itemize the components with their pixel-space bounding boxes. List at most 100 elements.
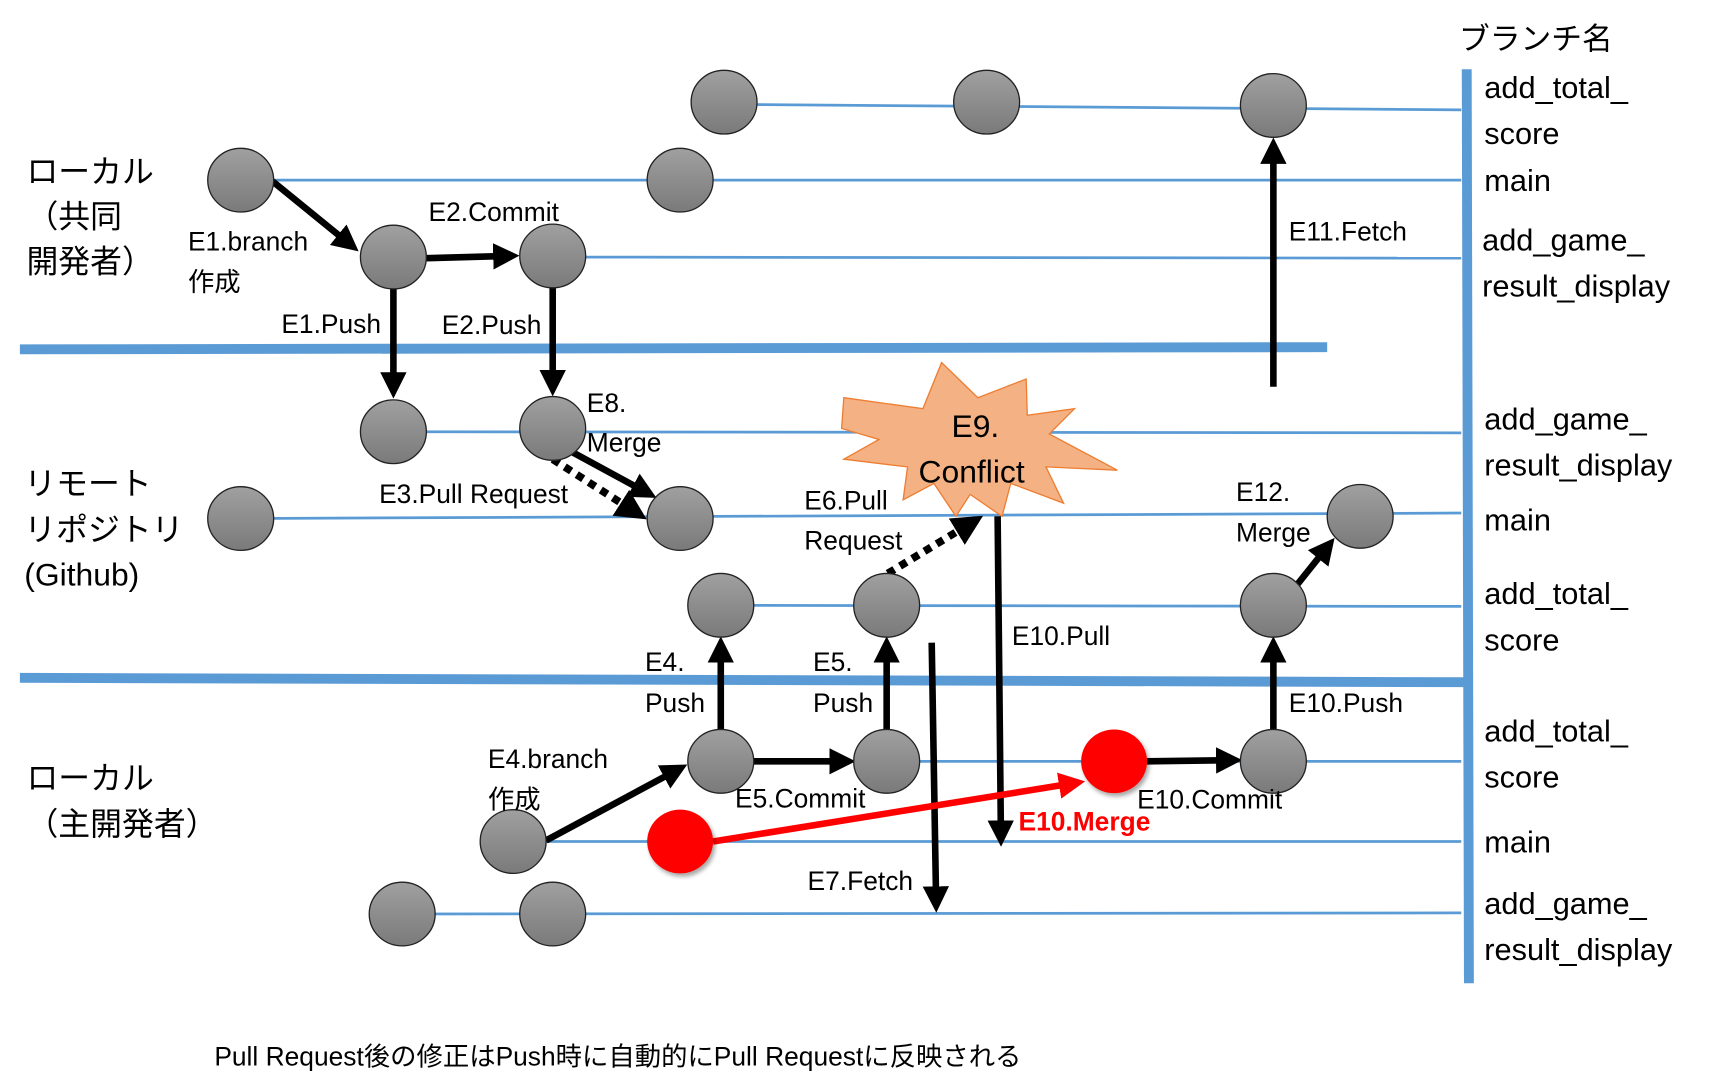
region-label-line: （主開発者） [26,806,217,842]
label-e12-merge: Merge [1236,518,1311,548]
label-e1-branch: 作成 [188,267,241,297]
label-e9-conflict: E9. [951,408,999,444]
region-label-line: リモート [24,465,151,501]
label-e9-conflict: Conflict [919,453,1025,489]
label-e5-push: Push [813,688,873,718]
region-label-line: 開発者） [26,243,153,279]
branch-name: add_total_ [1484,714,1629,749]
commit-node [853,572,921,638]
region-label-line: (Github) [24,557,139,593]
commit-node [207,486,275,552]
commit-nodes [207,69,1394,947]
label-e8-merge: E8. [587,388,627,418]
branch-line-local-collab-add-game [552,255,1462,260]
commit-node [687,572,755,638]
label-e1-push: E1.Push [281,309,381,339]
branch-name: result_display [1482,269,1671,304]
region-label-line: リポジトリ [24,512,183,548]
label-e8-merge: Merge [587,428,662,458]
label-e4-push: Push [645,688,705,718]
commit-node [1239,72,1307,138]
conflict-burst [840,361,1118,518]
arrow-e6-pull-request [885,515,984,577]
branch-name-list: add_total_ score main add_game_ result_d… [1482,70,1673,967]
separator-local-remote [19,342,1328,355]
commit-node [1239,728,1307,794]
commit-node [479,809,547,875]
commit-node [207,147,275,213]
region-label-remote: リモート リポジトリ (Github) [24,465,183,592]
branch-name: score [1484,760,1559,795]
arrow-e2-commit [426,243,520,270]
branch-line-remote-main [240,511,1462,520]
label-e5-commit: E5.Commit [735,783,866,813]
commit-node [953,69,1021,135]
region-label-line: （共同 [26,198,122,234]
label-e2-commit: E2.Commit [429,197,560,227]
label-e11-fetch: E11.Fetch [1289,217,1407,247]
separator-remote-local [19,672,1467,688]
branch-name: add_total_ [1484,70,1629,105]
commit-node [646,147,714,213]
region-label-line: ローカル [26,760,153,796]
arrow-e12-merge [1293,537,1335,588]
label-e6-pull-request: Request [804,525,903,555]
branch-name: main [1484,163,1551,198]
label-e12-merge: E12. [1236,477,1290,507]
commit-node [1239,572,1307,638]
branch-name: add_game_ [1482,222,1645,257]
arrow-e7-fetch [922,642,950,913]
commit-node [359,224,428,290]
arrow-e8-merge [567,447,657,498]
commit-node [690,69,758,135]
arrow-e3-pull-request [550,455,647,520]
label-e10-push: E10.Push [1289,688,1403,718]
region-label-local-collab: ローカル （共同 開発者） [26,153,153,279]
label-e10-pull: E10.Pull [1012,621,1110,651]
merge-commit-node [1081,729,1148,794]
label-e2-push: E2.Push [442,310,542,340]
commit-node [646,486,714,552]
commit-node [359,399,428,465]
branch-line-remote-add-total-score [720,603,1462,608]
region-label-line: ローカル [26,153,153,189]
label-e6-pull-request: E6.Pull [804,486,888,516]
label-e10-merge: E10.Merge [1018,807,1150,837]
label-e7-fetch: E7.Fetch [808,866,914,896]
footnote: Pull Request後の修正はPush時に自動的にPull Requestに… [214,1042,1021,1072]
branch-name: add_game_ [1484,402,1647,437]
commit-node [519,223,587,289]
branch-name: score [1484,116,1559,151]
label-e3-pull-request: E3.Pull Request [379,479,569,509]
commit-node [1326,483,1394,549]
commit-node [368,881,436,947]
arrow-e10-pull [987,516,1014,847]
event-labels: E1.branch 作成 E2.Commit E1.Push E2.Push E… [188,197,1407,896]
label-e10-commit: E10.Commit [1137,785,1283,815]
label-e1-branch: E1.branch [188,226,308,256]
branch-name: add_total_ [1484,576,1629,611]
branch-name: main [1484,503,1551,538]
branch-name: result_display [1484,448,1673,483]
commit-node [519,881,587,947]
label-e5-push: E5. [813,647,853,677]
branch-name: main [1484,825,1551,860]
commit-node [687,728,755,794]
commit-node [519,395,587,461]
branch-name: result_display [1484,932,1673,967]
label-e4-push: E4. [645,647,685,677]
arrow-e1-branch [270,178,359,252]
label-e4-branch: 作成 [488,785,541,815]
branch-header: ブランチ名 [1459,21,1613,56]
branch-name-axis [1461,69,1474,984]
region-label-local-main: ローカル （主開発者） [26,760,217,842]
arrows [270,137,1335,913]
arrow-e10-commit [1146,747,1243,774]
merge-commit-node [647,809,714,874]
arrow-e4-branch [544,764,688,844]
arrow-e10-merge [712,772,1086,845]
branch-line-local-collab-add-total-score [724,102,1462,112]
branch-name: score [1484,622,1559,657]
commit-node [853,728,921,794]
